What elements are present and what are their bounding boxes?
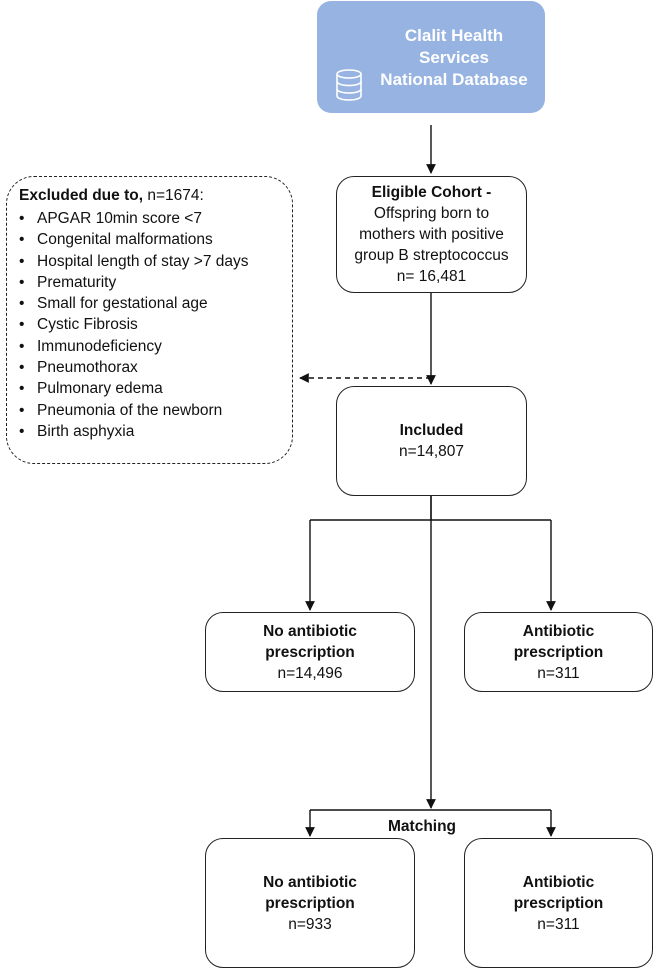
eligible-line-2: mothers with positive: [359, 226, 504, 243]
exclusion-item: Pulmonary edema: [19, 378, 292, 400]
antibiotic-box-before: Antibiotic prescription n=311: [464, 612, 653, 692]
exclusion-item: Immunodeficiency: [19, 336, 292, 358]
abx-before-count: n=311: [537, 664, 580, 682]
no-abx-after-count: n=933: [288, 915, 332, 933]
excluded-title: Excluded due to, n=1674:: [19, 187, 292, 205]
antibiotic-box-after: Antibiotic prescription n=311: [464, 838, 653, 968]
exclusion-item: Congenital malformations: [19, 229, 292, 251]
exclusion-item: APGAR 10min score <7: [19, 208, 292, 230]
matching-label: Matching: [385, 818, 460, 836]
no-antibiotic-box-before: No antibiotic prescription n=14,496: [205, 612, 415, 692]
included-count: n=14,807: [398, 443, 465, 460]
exclusion-item: Small for gestational age: [19, 293, 292, 315]
exclusion-list: APGAR 10min score <7 Congenital malforma…: [19, 208, 292, 443]
eligible-line-1: Offspring born to: [373, 205, 490, 222]
included-title: Included: [399, 422, 464, 439]
abx-after-count: n=311: [537, 915, 580, 933]
abx-after-line-1: Antibiotic: [522, 873, 595, 891]
no-abx-before-line-1: No antibiotic: [263, 622, 357, 640]
eligible-cohort-box: Eligible Cohort - Offspring born to moth…: [336, 176, 527, 293]
source-line-1: Clalit Health: [404, 26, 504, 45]
no-antibiotic-box-after: No antibiotic prescription n=933: [205, 838, 415, 968]
no-abx-after-line-2: prescription: [265, 894, 355, 912]
included-box: Included n=14,807: [336, 386, 527, 496]
exclusion-item: Pneumothorax: [19, 357, 292, 379]
excluded-count: n=1674:: [147, 187, 204, 204]
source-line-3: National Database: [380, 70, 528, 89]
eligible-title: Eligible Cohort -: [371, 184, 492, 201]
abx-before-line-1: Antibiotic: [522, 622, 595, 640]
exclusion-item: Cystic Fibrosis: [19, 314, 292, 336]
no-abx-after-line-1: No antibiotic: [263, 873, 357, 891]
source-database-box: Clalit Health Services National Database: [317, 1, 545, 113]
no-abx-before-line-2: prescription: [265, 643, 355, 661]
no-abx-before-count: n=14,496: [277, 664, 343, 682]
abx-after-line-2: prescription: [513, 894, 604, 912]
eligible-count: n= 16,481: [396, 268, 467, 285]
source-line-2: Services: [419, 48, 489, 67]
database-icon: [336, 69, 362, 101]
exclusion-item: Pneumonia of the newborn: [19, 400, 292, 422]
exclusion-item: Hospital length of stay >7 days: [19, 251, 292, 273]
abx-before-line-2: prescription: [513, 643, 604, 661]
excluded-box: Excluded due to, n=1674: APGAR 10min sco…: [6, 176, 293, 464]
exclusion-item: Birth asphyxia: [19, 421, 292, 443]
excluded-title-label: Excluded due to,: [19, 187, 144, 204]
exclusion-item: Prematurity: [19, 272, 292, 294]
eligible-line-3: group B streptococcus: [354, 247, 509, 264]
